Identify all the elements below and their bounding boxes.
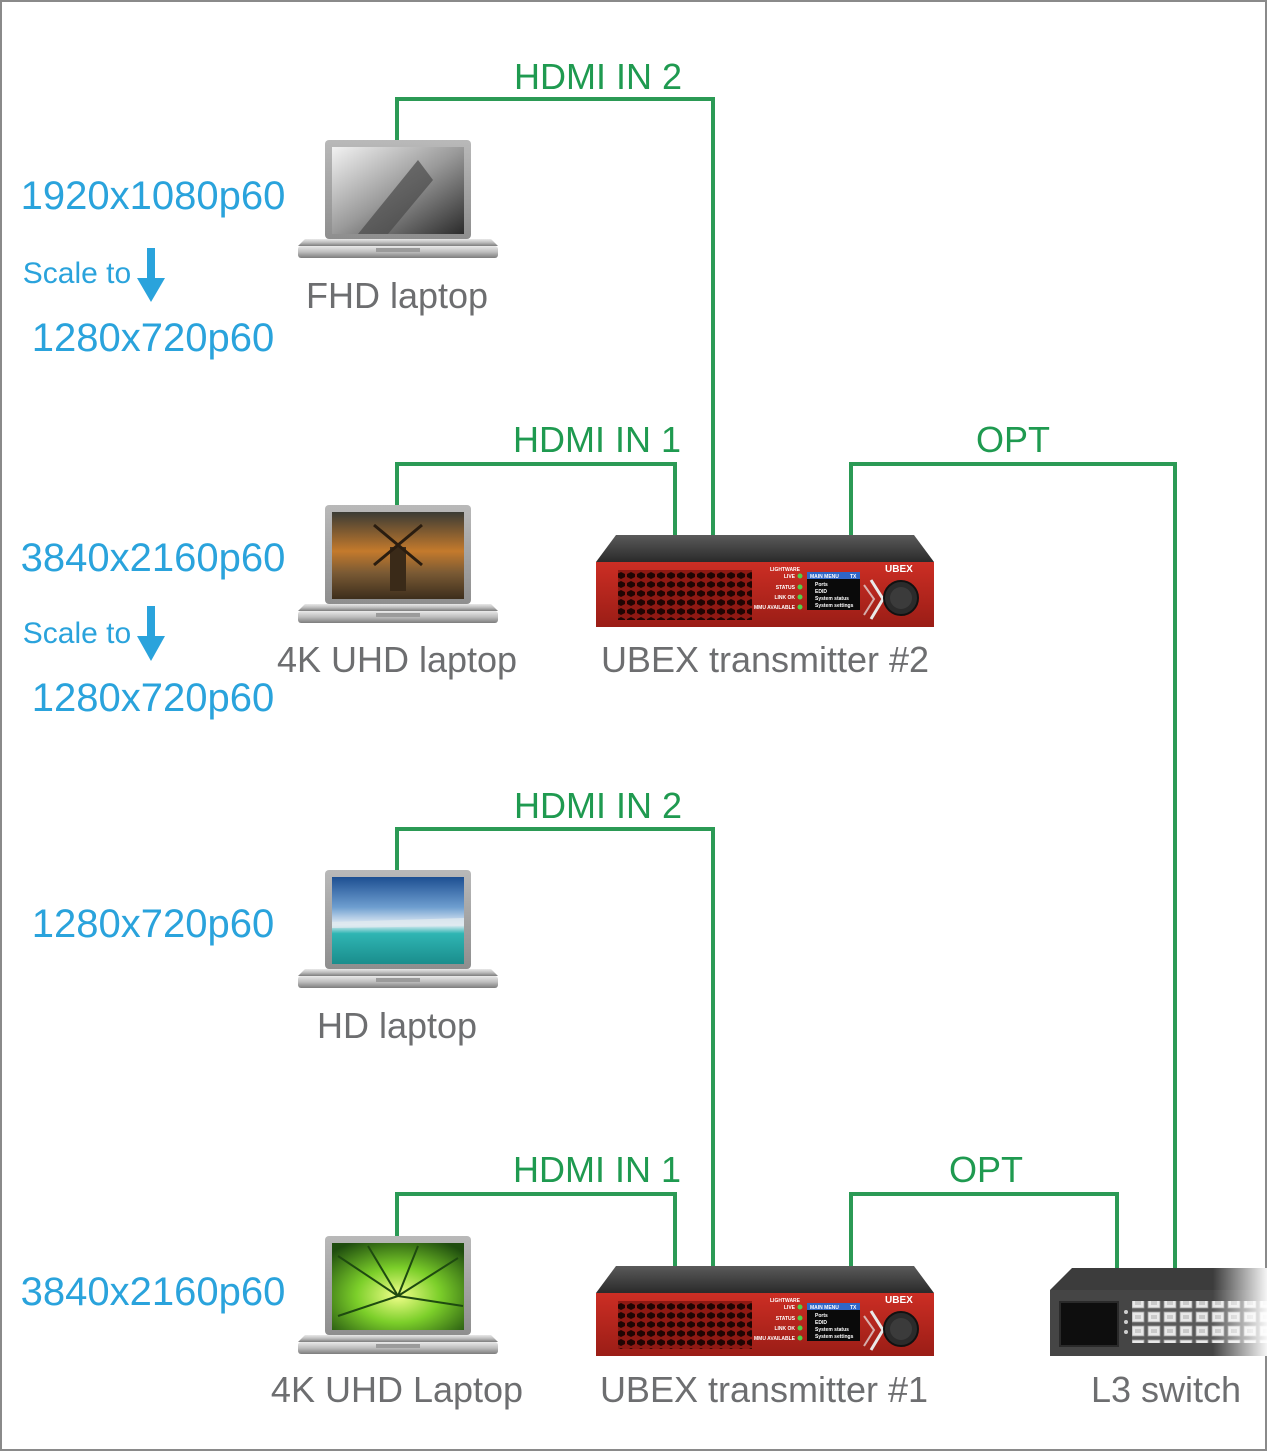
svg-text:EDID: EDID xyxy=(815,1320,827,1326)
svg-text:System settings: System settings xyxy=(815,1334,854,1340)
ubex-tx2-logo: UBEX xyxy=(885,564,913,575)
ubex-transmitter-1-icon: LIVE STATUS LINK OK MMU AVAILABLE LIGHTW… xyxy=(596,1266,934,1356)
uhd-laptop-1-icon xyxy=(298,505,498,623)
svg-text:STATUS: STATUS xyxy=(776,585,796,591)
res-uhd-source: 3840x2160p60 xyxy=(21,536,286,580)
label-opt-bottom: OPT xyxy=(949,1149,1023,1190)
label-hdmi-in2-top: HDMI IN 2 xyxy=(514,56,682,97)
l3-switch-icon xyxy=(1050,1268,1267,1356)
cable-hdmi-in1-top xyxy=(395,462,677,535)
res-uhd-target: 1280x720p60 xyxy=(32,676,274,720)
cable-hdmi-in2-bottom xyxy=(395,827,715,1266)
label-ubex-transmitter-2: UBEX transmitter #2 xyxy=(601,639,929,680)
svg-text:EDID: EDID xyxy=(815,589,827,595)
svg-text:MMU AVAILABLE: MMU AVAILABLE xyxy=(754,605,796,611)
label-hdmi-in1-top: HDMI IN 1 xyxy=(513,419,681,460)
svg-text:System status: System status xyxy=(815,1327,849,1333)
label-hdmi-in1-bottom: HDMI IN 1 xyxy=(513,1149,681,1190)
svg-text:TX: TX xyxy=(850,574,857,580)
label-fhd-laptop: FHD laptop xyxy=(306,275,488,316)
ubex-tx2-led-labels: LIVE STATUS LINK OK MMU AVAILABLE xyxy=(754,574,796,611)
label-ubex-transmitter-1: UBEX transmitter #1 xyxy=(600,1369,928,1410)
label-l3-switch: L3 switch xyxy=(1091,1369,1241,1410)
uhd-laptop-2-icon xyxy=(298,1236,498,1354)
arrow-down-icon xyxy=(137,248,165,302)
ubex-tx2-brand: LIGHTWARE xyxy=(770,567,801,573)
res-uhd2-source: 3840x2160p60 xyxy=(21,1270,286,1314)
svg-text:TX: TX xyxy=(850,1305,857,1311)
svg-text:LIVE: LIVE xyxy=(784,574,796,580)
cable-hdmi-in2-top xyxy=(395,97,715,535)
cable-hdmi-in1-bottom xyxy=(395,1192,677,1266)
svg-text:System status: System status xyxy=(815,596,849,602)
svg-text:LINK OK: LINK OK xyxy=(774,595,795,601)
svg-text:Ports: Ports xyxy=(815,1313,828,1319)
svg-text:System settings: System settings xyxy=(815,603,854,609)
label-uhd-laptop-2: 4K UHD Laptop xyxy=(271,1369,523,1410)
res-fhd-source: 1920x1080p60 xyxy=(21,174,286,218)
svg-text:MMU AVAILABLE: MMU AVAILABLE xyxy=(754,1336,796,1342)
ubex-tx1-led-labels: LIVE STATUS LINK OK MMU AVAILABLE xyxy=(754,1305,796,1342)
res-fhd-scale-label: Scale to xyxy=(23,257,131,290)
cables xyxy=(395,97,1177,1270)
ubex-tx1-brand: LIGHTWARE xyxy=(770,1298,801,1304)
label-hdmi-in2-bottom: HDMI IN 2 xyxy=(514,785,682,826)
svg-text:MAIN MENU: MAIN MENU xyxy=(810,574,839,580)
arrow-down-icon xyxy=(137,606,165,661)
res-fhd-target: 1280x720p60 xyxy=(32,316,274,360)
svg-text:LIVE: LIVE xyxy=(784,1305,796,1311)
label-uhd-laptop-1: 4K UHD laptop xyxy=(277,639,517,680)
hd-laptop-icon xyxy=(298,870,498,988)
svg-text:Ports: Ports xyxy=(815,582,828,588)
label-opt-top: OPT xyxy=(976,419,1050,460)
cable-opt-top xyxy=(849,462,1177,1270)
res-hd-source: 1280x720p60 xyxy=(32,902,274,946)
svg-text:STATUS: STATUS xyxy=(776,1316,796,1322)
label-hd-laptop: HD laptop xyxy=(317,1005,477,1046)
svg-text:MAIN MENU: MAIN MENU xyxy=(810,1305,839,1311)
fhd-laptop-icon xyxy=(298,140,498,258)
cable-opt-bottom xyxy=(849,1192,1119,1270)
ubex-tx1-logo: UBEX xyxy=(885,1295,913,1306)
res-uhd-scale-label: Scale to xyxy=(23,617,131,650)
svg-text:LINK OK: LINK OK xyxy=(774,1326,795,1332)
ubex-transmitter-2-icon: LIVE STATUS LINK OK MMU AVAILABLE LIGHTW… xyxy=(596,535,934,627)
